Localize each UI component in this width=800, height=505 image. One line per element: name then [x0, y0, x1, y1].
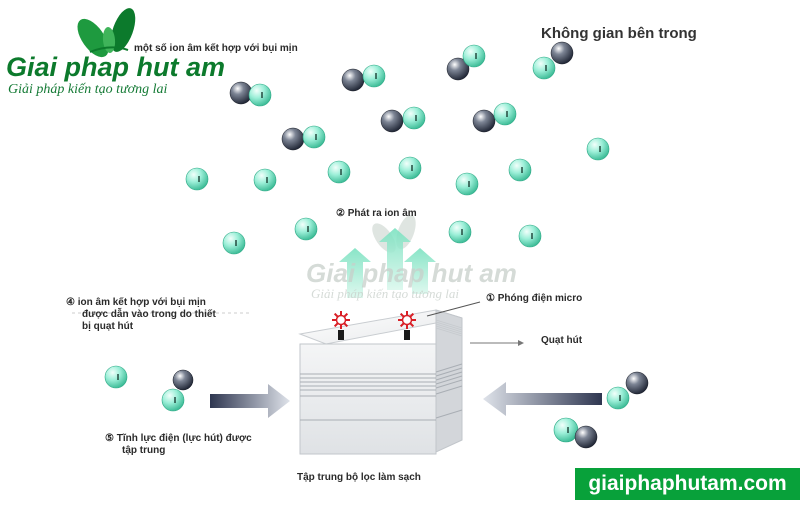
ion-particle: [161, 388, 185, 412]
ion-particle: [493, 102, 517, 126]
ion-particle: [253, 168, 277, 192]
ion-particle: [532, 56, 556, 80]
step3-label: một số ion âm kết hợp với bụi mịn: [134, 43, 298, 54]
ion-particle: [448, 220, 472, 244]
ion-up-arrow-right: [404, 248, 436, 294]
ion-particle: [508, 158, 532, 182]
ion-particle: [362, 64, 386, 88]
logo-name: Giai phap hut am: [6, 52, 226, 82]
logo-leaf-left: [77, 18, 109, 58]
inside-space-title: Không gian bên trong: [541, 25, 697, 42]
ion-up-arrow-left: [339, 248, 371, 298]
dust-particle: [341, 68, 365, 92]
ion-up-arrow-center: [379, 228, 411, 290]
ion-particle: [185, 167, 209, 191]
step2-label: ② Phát ra ion âm: [336, 208, 417, 219]
filter-layer-line: [435, 367, 463, 377]
step1-pointer-line: [426, 301, 481, 317]
micro-discharge-emitter-left: [332, 311, 350, 340]
dust-particle: [574, 425, 598, 449]
dust-particle: [472, 109, 496, 133]
step5-label-line1: ⑤ Tĩnh lực điện (lực hút) được: [105, 433, 252, 444]
logo-tagline: Giải pháp kiến tạo tương lai: [8, 82, 168, 97]
inflow-arrow-right: [483, 382, 602, 416]
filter-layer-line: [435, 321, 463, 331]
filter-layer-line: [435, 371, 463, 381]
dust-particle: [446, 57, 470, 81]
filter-layer-line: [435, 327, 463, 337]
dust-particle: [550, 41, 574, 65]
ion-particle: [462, 44, 486, 68]
filter-layer-line: [435, 379, 463, 389]
logo-stem: [89, 46, 129, 53]
filter-layer-line: [435, 323, 463, 333]
ion-particle: [455, 172, 479, 196]
watermark-tagline: Giải pháp kiến tạo tương lai: [311, 286, 459, 301]
ion-particle: [222, 231, 246, 255]
dust-particle: [380, 109, 404, 133]
step4-label-line1: ④ ion âm kết hợp với bụi mịn: [66, 297, 206, 308]
ion-particle: [327, 160, 351, 184]
filter-layer-line: [435, 375, 463, 385]
ion-particle: [104, 365, 128, 389]
step4-label-line3: bị quạt hút: [82, 321, 134, 332]
filter-layer-line: [435, 363, 463, 373]
dust-particle: [625, 371, 649, 395]
fan-pointer-arrowhead: [518, 340, 524, 346]
ion-particle: [294, 217, 318, 241]
ion-particle: [302, 125, 326, 149]
ion-particle: [518, 224, 542, 248]
fan-label: Quạt hút: [541, 335, 583, 346]
filter-layer-line: [435, 385, 463, 395]
ion-particle: [553, 417, 579, 443]
logo-leaf-right: [110, 8, 136, 52]
step4-label-line2: được dẫn vào trong do thiết: [82, 309, 216, 320]
step1-label: ① Phóng điện micro: [486, 293, 583, 304]
dust-particle: [229, 81, 253, 105]
filter-layer-line: [435, 319, 463, 329]
ion-particle: [586, 137, 610, 161]
inflow-arrow-left: [210, 384, 290, 418]
filter-box-front: [299, 343, 437, 455]
step5-label-line2: tập trung: [122, 445, 166, 456]
website-badge: giaiphaphutam.com: [575, 468, 800, 500]
ion-particle: [398, 156, 422, 180]
ion-particle: [606, 386, 630, 410]
filter-label: Tập trung bộ lọc làm sạch: [297, 472, 421, 483]
micro-discharge-emitter-right: [398, 311, 416, 340]
dust-particle: [172, 369, 194, 391]
ion-particle: [248, 83, 272, 107]
filter-layer-line: [435, 409, 463, 419]
dust-particle: [281, 127, 305, 151]
watermark-name: Giai phap hut am: [306, 258, 517, 288]
filter-layer-line: [435, 325, 463, 335]
ion-particle: [402, 106, 426, 130]
